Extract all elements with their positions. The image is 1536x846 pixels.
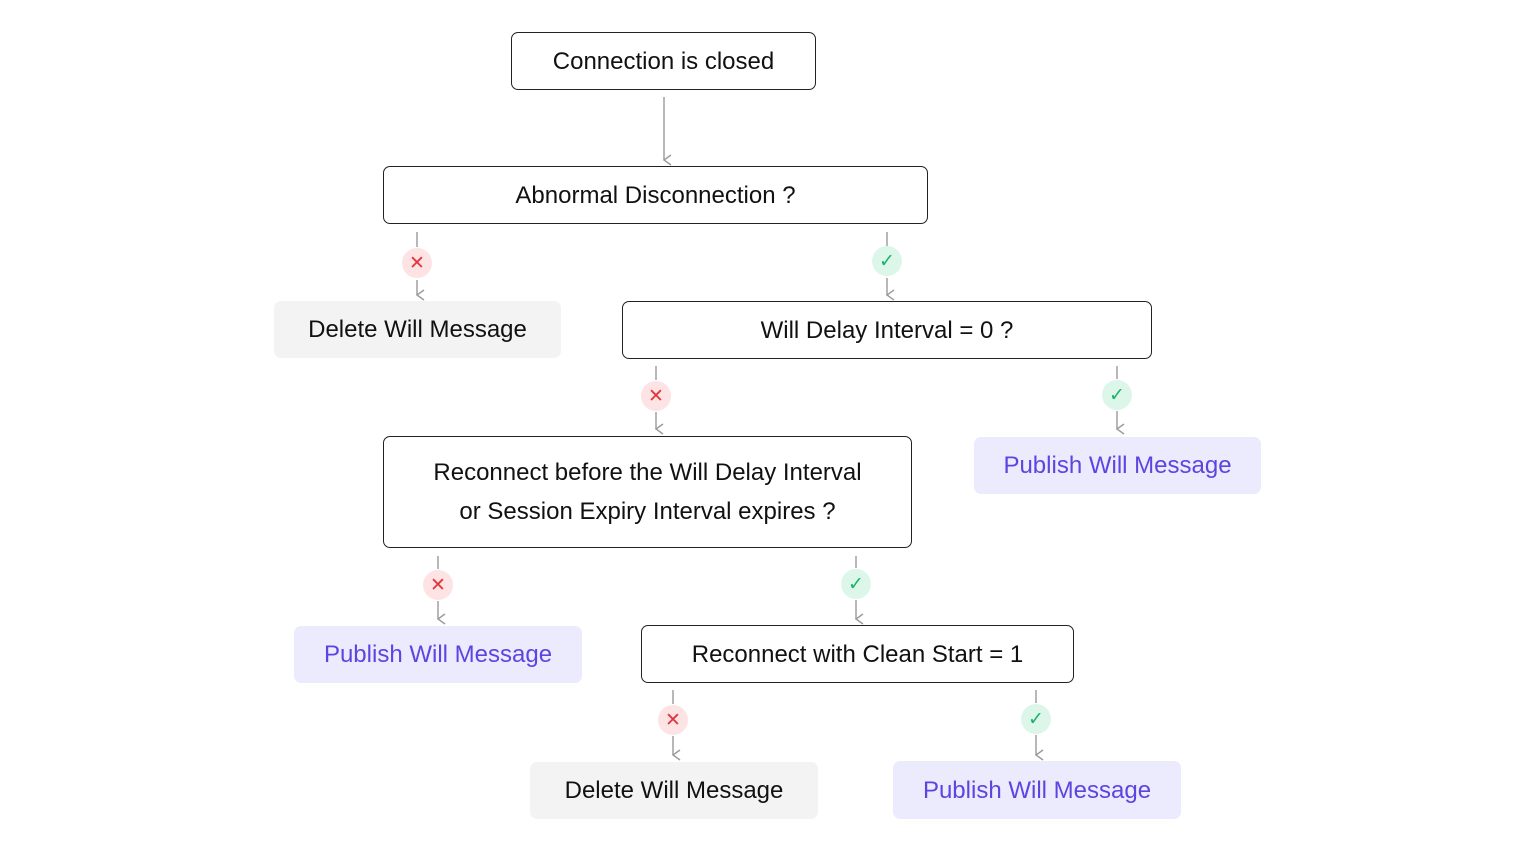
reconnect-before-expiry-line1: Reconnect before the Will Delay Interval xyxy=(433,459,862,486)
clean-start-node: Reconnect with Clean Start = 1 xyxy=(641,625,1074,683)
cross-icon: ✕ xyxy=(402,248,432,278)
reconnect-before-expiry-node: Reconnect before the Will Delay Interval… xyxy=(383,436,912,548)
cross-icon: ✕ xyxy=(423,570,453,600)
check-icon: ✓ xyxy=(841,569,871,599)
check-icon: ✓ xyxy=(872,246,902,276)
reconnect-before-expiry-line2: or Session Expiry Interval expires ? xyxy=(459,498,836,525)
cross-icon: ✕ xyxy=(641,381,671,411)
connection-closed-node: Connection is closed xyxy=(511,32,816,90)
check-icon: ✓ xyxy=(1102,380,1132,410)
will-delay-interval-node: Will Delay Interval = 0 ? xyxy=(622,301,1152,359)
publish-will-message-node: Publish Will Message xyxy=(893,761,1181,819)
delete-will-message-node: Delete Will Message xyxy=(530,762,818,819)
publish-will-message-node: Publish Will Message xyxy=(974,437,1261,494)
publish-will-message-node: Publish Will Message xyxy=(294,626,582,683)
abnormal-disconnection-node: Abnormal Disconnection ? xyxy=(383,166,928,224)
check-icon: ✓ xyxy=(1021,704,1051,734)
cross-icon: ✕ xyxy=(658,705,688,735)
delete-will-message-node: Delete Will Message xyxy=(274,301,561,358)
